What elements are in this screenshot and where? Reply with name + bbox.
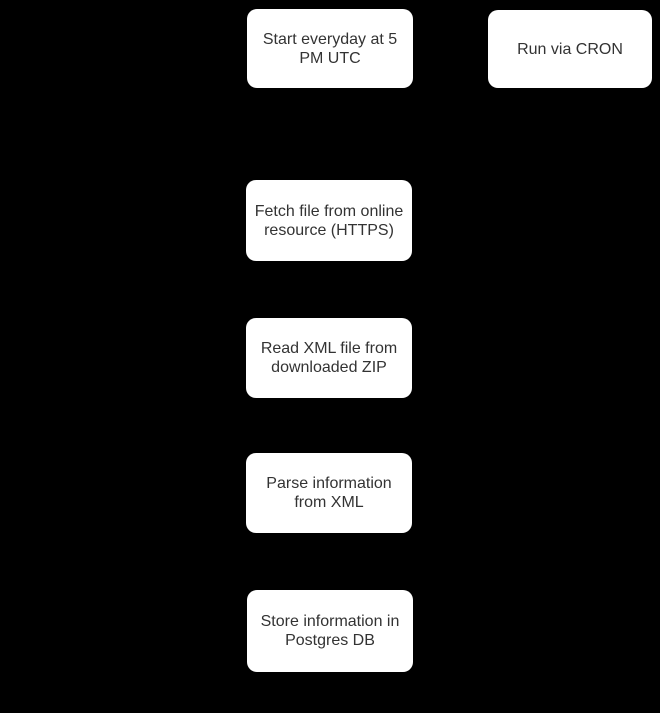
flow-node-parse-xml: Parse information from XML [246,453,412,533]
flow-node-label: Fetch file from online resource (HTTPS) [254,202,404,239]
flow-node-run-via-cron: Run via CRON [488,10,652,88]
flow-node-label: Store information in Postgres DB [260,613,400,649]
flow-node-label: Start everyday at 5 PM UTC [262,30,398,67]
flow-node-fetch-file: Fetch file from online resource (HTTPS) [246,180,412,261]
flow-node-read-xml: Read XML file from downloaded ZIP [246,318,412,398]
flow-node-store-postgres: Store information in Postgres DB [247,590,413,672]
flow-node-label: Read XML file from downloaded ZIP [260,340,398,376]
flow-node-start-everyday: Start everyday at 5 PM UTC [247,9,413,88]
flow-node-label: Parse information from XML [266,475,392,511]
flow-node-label: Run via CRON [517,40,623,58]
